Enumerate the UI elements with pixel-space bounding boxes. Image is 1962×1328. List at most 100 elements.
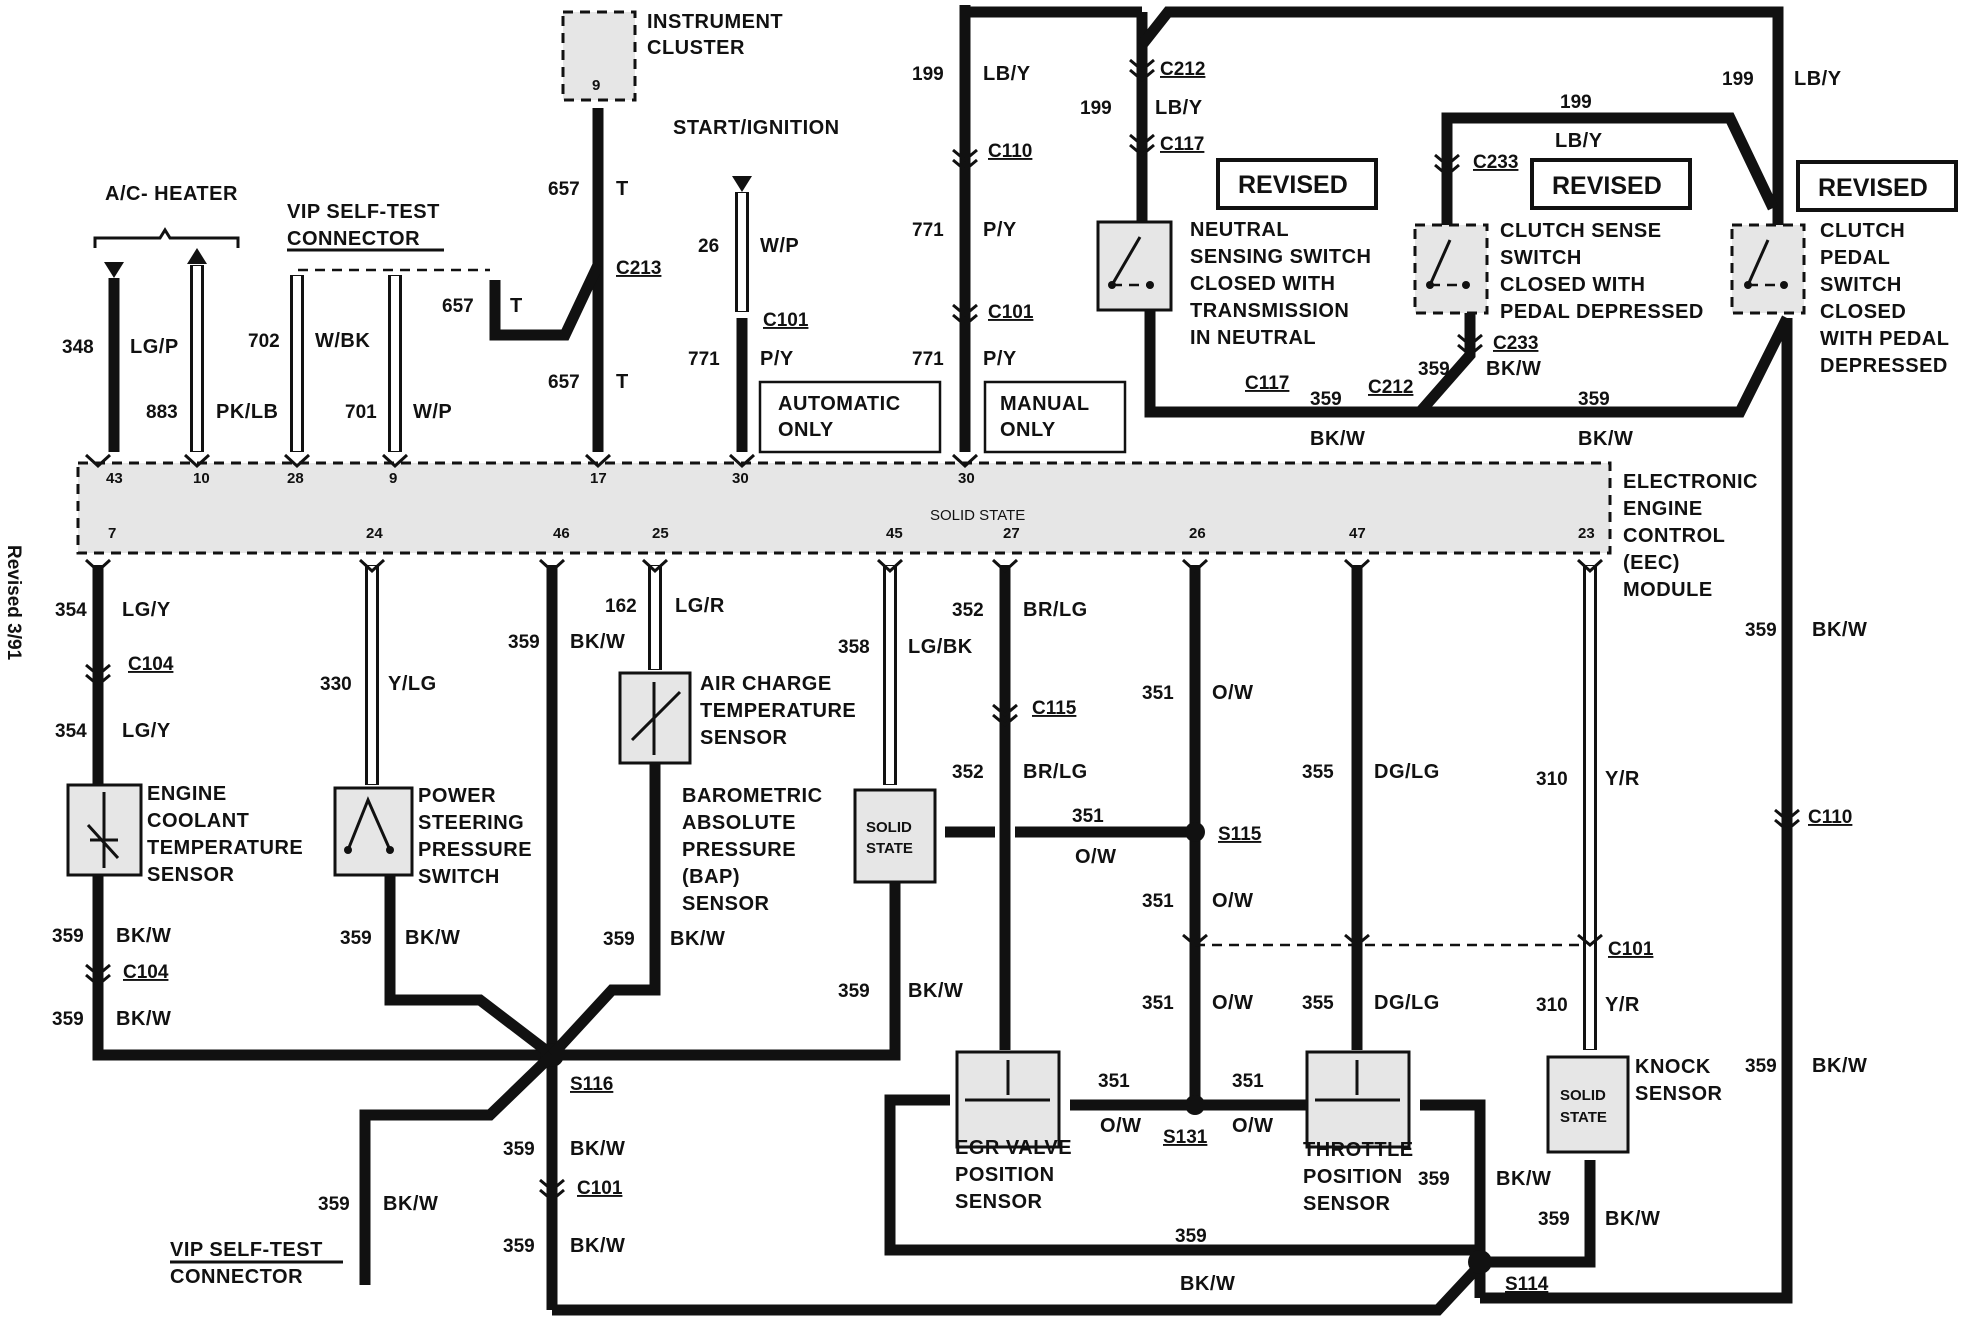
svg-text:BK/W: BK/W xyxy=(670,928,725,950)
knock-sensor: SOLID STATE KNOCK SENSOR 359 BK/W xyxy=(1480,1055,1722,1268)
svg-text:CONTROL: CONTROL xyxy=(1623,525,1725,547)
svg-text:O/W: O/W xyxy=(1075,846,1117,868)
svg-text:S114: S114 xyxy=(1505,1274,1549,1295)
svg-text:359: 359 xyxy=(1418,359,1450,380)
svg-text:30: 30 xyxy=(958,470,975,487)
svg-text:REVISED: REVISED xyxy=(1552,172,1662,200)
svg-text:SWITCH: SWITCH xyxy=(1500,247,1582,269)
svg-text:351: 351 xyxy=(1072,806,1104,827)
svg-text:310: 310 xyxy=(1536,995,1568,1016)
svg-text:348: 348 xyxy=(62,337,94,358)
svg-text:CONNECTOR: CONNECTOR xyxy=(287,228,420,250)
svg-text:26: 26 xyxy=(1189,525,1206,542)
svg-text:359: 359 xyxy=(1418,1169,1450,1190)
svg-text:SENSOR: SENSOR xyxy=(955,1191,1043,1213)
bap-sensor: 358 LG/BK SOLID STATE BAROMETRIC ABSOLUT… xyxy=(552,565,995,1061)
svg-text:O/W: O/W xyxy=(1100,1115,1142,1137)
svg-text:Y/R: Y/R xyxy=(1605,994,1640,1016)
svg-text:CLUTCH: CLUTCH xyxy=(1820,220,1905,242)
svg-text:351: 351 xyxy=(1098,1071,1130,1092)
svg-text:STEERING: STEERING xyxy=(418,812,524,834)
svg-text:STATE: STATE xyxy=(1560,1109,1607,1126)
svg-text:W/BK: W/BK xyxy=(315,330,370,352)
svg-text:PK/LB: PK/LB xyxy=(216,401,279,423)
svg-text:CLOSED: CLOSED xyxy=(1820,301,1906,323)
svg-text:359: 359 xyxy=(503,1236,535,1257)
svg-text:23: 23 xyxy=(1578,525,1595,542)
svg-text:BK/W: BK/W xyxy=(116,925,171,947)
svg-text:ELECTRONIC: ELECTRONIC xyxy=(1623,471,1758,493)
svg-text:ONLY: ONLY xyxy=(1000,419,1056,441)
svg-text:Y/LG: Y/LG xyxy=(388,673,437,695)
svg-text:C110: C110 xyxy=(988,141,1032,162)
svg-text:310: 310 xyxy=(1536,769,1568,790)
svg-text:352: 352 xyxy=(952,762,984,783)
svg-text:C101: C101 xyxy=(763,310,809,331)
svg-text:BK/W: BK/W xyxy=(405,927,460,949)
svg-text:BR/LG: BR/LG xyxy=(1023,599,1088,621)
svg-text:CLOSED WITH: CLOSED WITH xyxy=(1500,274,1646,296)
svg-text:354: 354 xyxy=(55,721,87,742)
svg-text:O/W: O/W xyxy=(1212,890,1254,912)
svg-text:KNOCK: KNOCK xyxy=(1635,1056,1711,1078)
svg-text:330: 330 xyxy=(320,674,352,695)
svg-text:CLOSED WITH: CLOSED WITH xyxy=(1190,273,1336,295)
svg-text:359: 359 xyxy=(1310,389,1342,410)
svg-text:P/Y: P/Y xyxy=(983,348,1017,370)
svg-text:354: 354 xyxy=(55,600,87,621)
svg-text:45: 45 xyxy=(886,525,903,542)
svg-text:O/W: O/W xyxy=(1212,682,1254,704)
svg-text:INSTRUMENT: INSTRUMENT xyxy=(647,11,783,33)
svg-text:BK/W: BK/W xyxy=(1180,1273,1235,1295)
ground-splice-s116: 359 BK/W S116 359 BK/W 359 BK/W C101 359… xyxy=(318,565,1485,1316)
svg-text:POSITION: POSITION xyxy=(1303,1166,1403,1188)
tps-signal-wire: 355 DG/LG 355 DG/LG xyxy=(1302,565,1440,1050)
svg-text:O/W: O/W xyxy=(1212,992,1254,1014)
svg-text:C233: C233 xyxy=(1493,333,1538,354)
svg-text:DG/LG: DG/LG xyxy=(1374,761,1440,783)
svg-text:47: 47 xyxy=(1349,525,1366,542)
svg-text:PEDAL DEPRESSED: PEDAL DEPRESSED xyxy=(1500,301,1704,323)
svg-text:EGR VALVE: EGR VALVE xyxy=(955,1137,1072,1159)
svg-text:25: 25 xyxy=(652,525,669,542)
svg-text:359: 359 xyxy=(1745,620,1777,641)
connector-marks xyxy=(84,58,1800,1202)
svg-text:POSITION: POSITION xyxy=(955,1164,1055,1186)
svg-text:BK/W: BK/W xyxy=(1812,1055,1867,1077)
svg-text:Y/R: Y/R xyxy=(1605,768,1640,790)
egr-signal-wire: 352 BR/LG C115 352 BR/LG xyxy=(952,565,1088,1050)
engine-coolant-temperature-sensor: 354 LG/Y C104 354 LG/Y ENGINE COOLANT TE… xyxy=(52,565,552,1061)
svg-text:351: 351 xyxy=(1142,683,1174,704)
svg-text:SOLID: SOLID xyxy=(866,819,912,836)
svg-text:POWER: POWER xyxy=(418,785,496,807)
svg-text:PRESSURE: PRESSURE xyxy=(682,839,796,861)
instrument-cluster: 9 INSTRUMENT CLUSTER 657 T C213 657 T 65… xyxy=(442,10,783,452)
svg-text:BK/W: BK/W xyxy=(1310,428,1365,450)
svg-text:BK/W: BK/W xyxy=(908,980,963,1002)
revision-note: Revised 3/91 xyxy=(3,545,24,661)
egr-valve-position-sensor: EGR VALVE POSITION SENSOR 359 xyxy=(884,1050,1480,1256)
svg-text:O/W: O/W xyxy=(1232,1115,1274,1137)
svg-text:P/Y: P/Y xyxy=(760,348,794,370)
svg-text:TEMPERATURE: TEMPERATURE xyxy=(700,700,856,722)
svg-text:199: 199 xyxy=(1080,98,1112,119)
svg-text:BK/W: BK/W xyxy=(570,1235,625,1257)
svg-text:355: 355 xyxy=(1302,993,1334,1014)
revised-badge-2 xyxy=(1530,158,1692,210)
svg-text:SENSOR: SENSOR xyxy=(147,864,235,886)
throttle-position-sensor: THROTTLE POSITION SENSOR 359 BK/W S114 xyxy=(1303,1050,1551,1298)
svg-text:(BAP): (BAP) xyxy=(682,866,740,888)
svg-text:BK/W: BK/W xyxy=(383,1193,438,1215)
svg-text:359: 359 xyxy=(52,926,84,947)
svg-text:C101: C101 xyxy=(988,302,1034,323)
svg-text:359: 359 xyxy=(1745,1056,1777,1077)
svg-text:LB/Y: LB/Y xyxy=(1155,97,1203,119)
svg-text:BK/W: BK/W xyxy=(1496,1168,1551,1190)
svg-text:BK/W: BK/W xyxy=(1578,428,1633,450)
svg-text:LB/Y: LB/Y xyxy=(1794,68,1842,90)
svg-text:BR/LG: BR/LG xyxy=(1023,761,1088,783)
svg-text:TRANSMISSION: TRANSMISSION xyxy=(1190,300,1349,322)
svg-text:ENGINE: ENGINE xyxy=(147,783,227,805)
svg-text:COOLANT: COOLANT xyxy=(147,810,249,832)
svg-text:T: T xyxy=(616,178,629,200)
